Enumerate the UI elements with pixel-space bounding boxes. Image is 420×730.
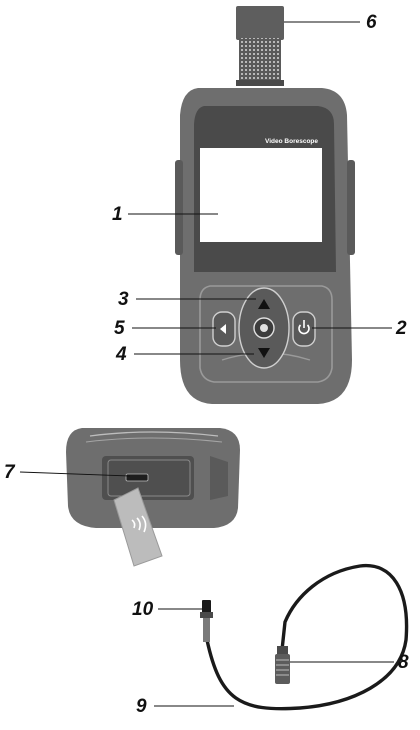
- probe-cable: [205, 563, 409, 711]
- power-icon: [298, 320, 310, 335]
- power-button[interactable]: [292, 311, 316, 347]
- cable-connector: [275, 646, 290, 684]
- leader-line-7: [19, 471, 131, 477]
- callout-1: 1: [112, 204, 123, 225]
- callout-7: 7: [4, 462, 16, 483]
- back-button[interactable]: [212, 311, 236, 347]
- camera-tip: [200, 600, 213, 642]
- callout-6: 6: [366, 12, 377, 33]
- ok-button[interactable]: [253, 317, 275, 339]
- brand-label: Video Borescope: [265, 138, 318, 145]
- navigation-pad[interactable]: [238, 287, 290, 369]
- back-arrow-icon: [220, 324, 226, 334]
- callout-5: 5: [114, 318, 125, 339]
- callout-10: 10: [132, 599, 154, 620]
- callout-3: 3: [118, 289, 129, 310]
- triangle-up-icon: [258, 299, 270, 309]
- usb-port-icon: [125, 473, 149, 482]
- callout-8: 8: [398, 652, 409, 673]
- callout-2: 2: [395, 318, 407, 339]
- callout-9: 9: [136, 696, 147, 717]
- callout-4: 4: [115, 344, 127, 365]
- display-screen: [200, 148, 322, 242]
- camera-connector: [236, 6, 284, 86]
- sd-card-icon: [113, 487, 163, 567]
- triangle-down-icon: [258, 348, 270, 358]
- device-bottom-view: [66, 428, 240, 528]
